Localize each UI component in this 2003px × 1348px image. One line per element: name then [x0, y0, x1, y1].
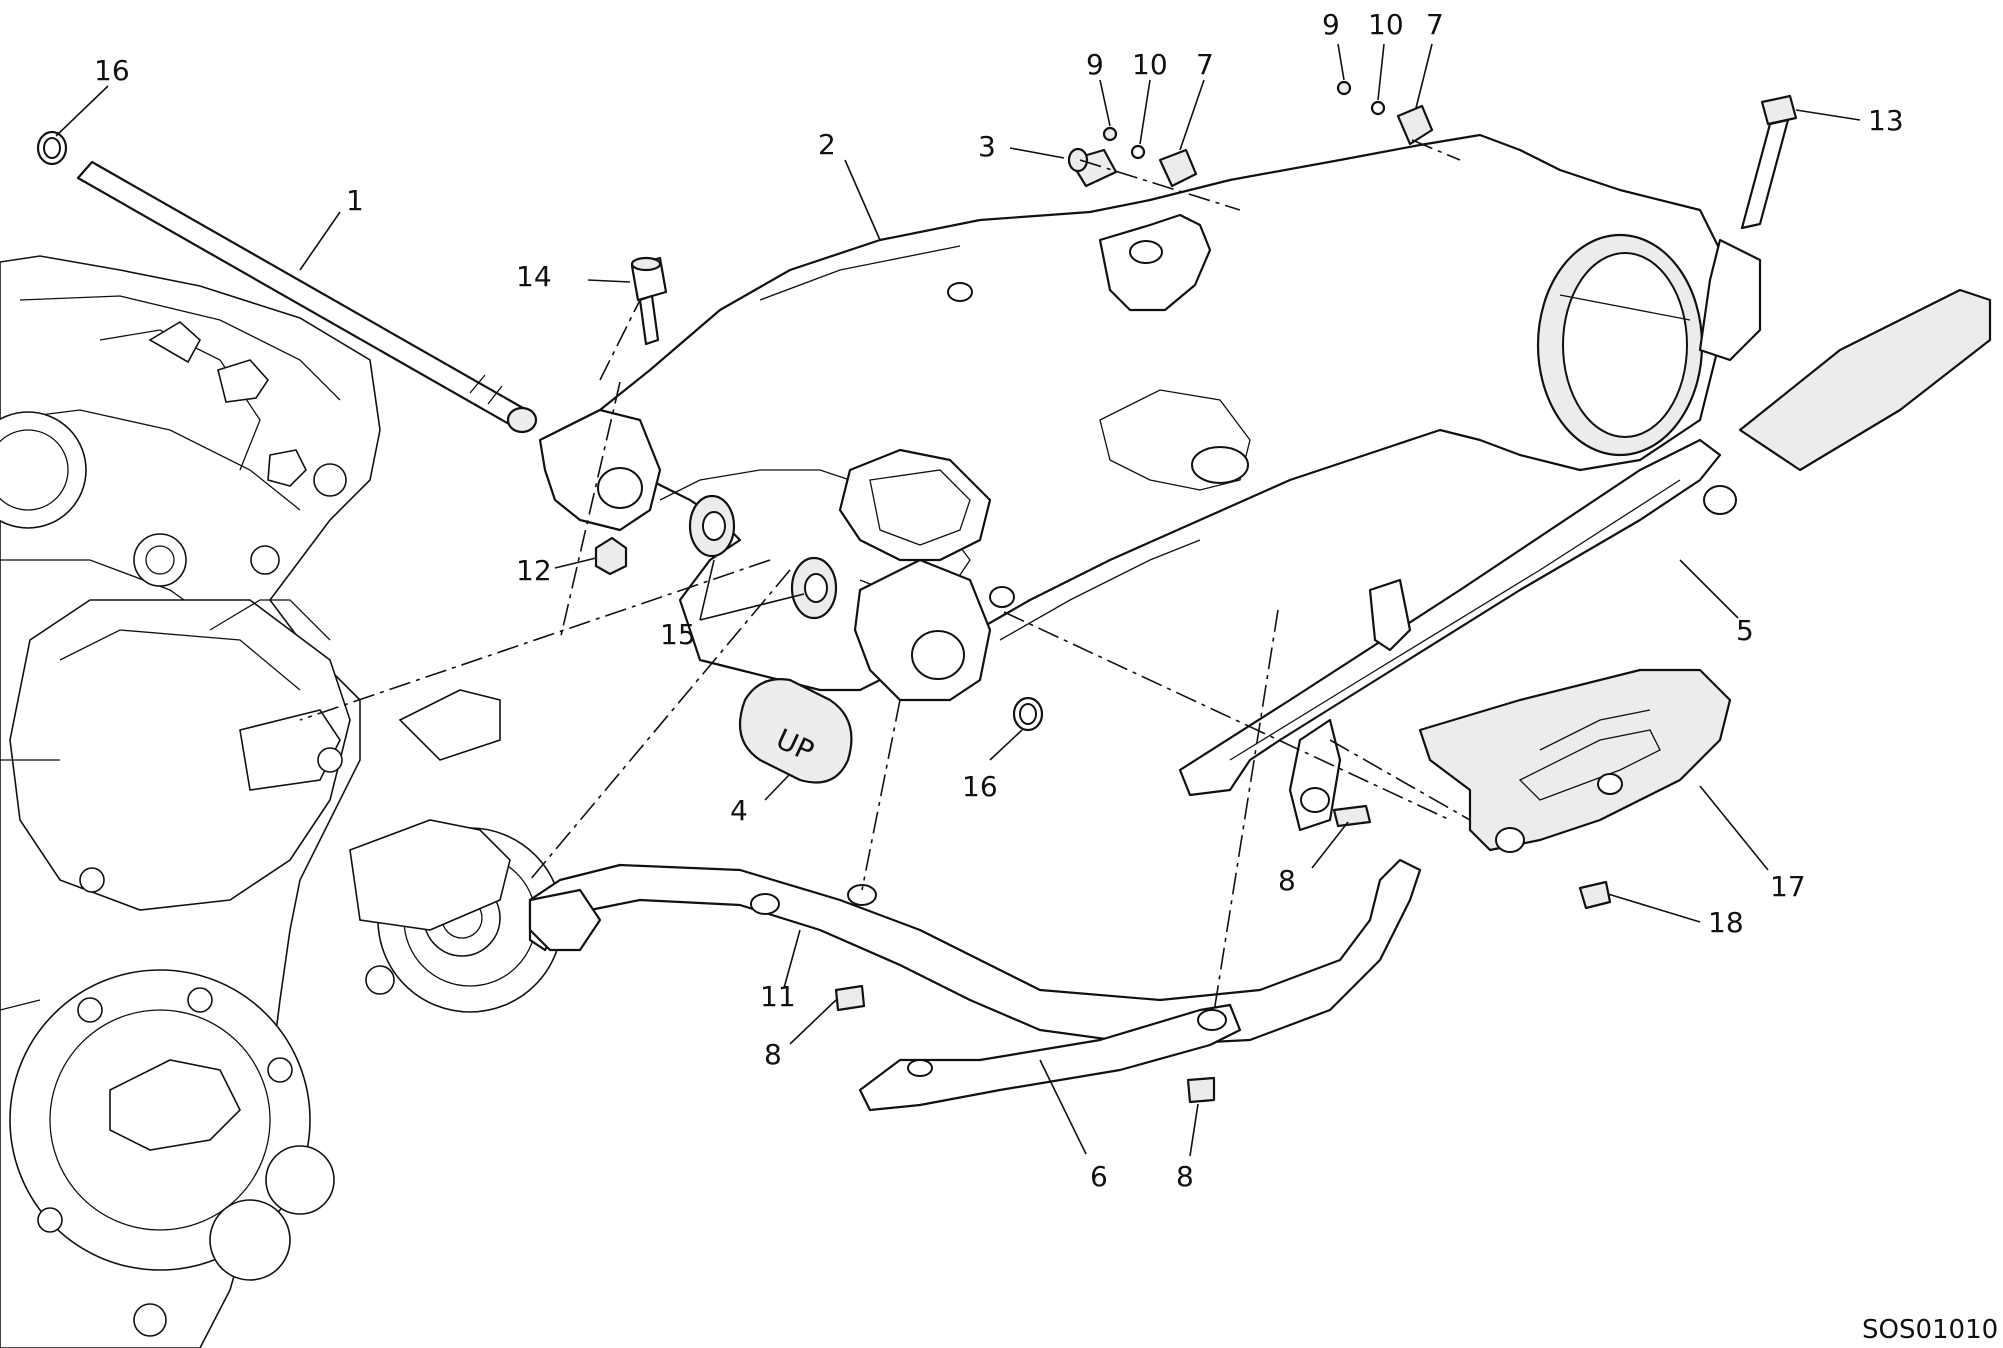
engine-block — [0, 255, 563, 1348]
label-7-a: 7 — [1196, 48, 1214, 81]
label-5: 5 — [1736, 614, 1754, 647]
label-9-a: 9 — [1086, 48, 1104, 81]
bushing-part-3 — [1067, 147, 1118, 188]
leader-lines — [55, 43, 1861, 1157]
label-17: 17 — [1770, 870, 1806, 903]
screw-part-8-a — [1332, 804, 1372, 828]
label-14: 14 — [516, 260, 552, 293]
drawing-code: SOS01010 — [1862, 1315, 1998, 1345]
washer-part-10-a — [1130, 144, 1146, 160]
plate-part-4: UP — [738, 678, 853, 784]
screw-part-9-b — [1336, 80, 1352, 96]
label-10-b: 10 — [1368, 8, 1404, 41]
label-2: 2 — [818, 128, 836, 161]
label-1: 1 — [346, 184, 364, 217]
label-18: 18 — [1708, 906, 1744, 939]
chain-slider-part-5 — [1178, 288, 1992, 832]
assembly-lines — [299, 139, 1471, 1013]
label-3: 3 — [978, 130, 996, 163]
chain-guard-part-17 — [1418, 668, 1732, 853]
label-8-b: 8 — [764, 1038, 782, 1071]
label-9-b: 9 — [1322, 8, 1340, 41]
bracket-part-6 — [858, 1003, 1242, 1112]
screw-part-9-a — [1102, 126, 1118, 142]
screw-part-8-b — [834, 984, 866, 1012]
washer-part-15 — [688, 494, 838, 620]
pad-part-7-a — [1158, 148, 1198, 188]
label-6: 6 — [1090, 1160, 1108, 1193]
pivot-shaft-part-1 — [76, 160, 538, 434]
screw-part-8-c — [1186, 1076, 1216, 1104]
chain-guide-part-11 — [528, 858, 1422, 1047]
washer-part-10-b — [1370, 100, 1386, 116]
swingarm — [538, 133, 1762, 702]
label-13: 13 — [1868, 104, 1904, 137]
screw-part-18 — [1578, 880, 1612, 910]
label-15: 15 — [660, 618, 696, 651]
label-10-a: 10 — [1132, 48, 1168, 81]
label-8-c: 8 — [1176, 1160, 1194, 1193]
label-16-lower: 16 — [962, 770, 998, 803]
label-16-top: 16 — [94, 54, 130, 87]
label-8-a: 8 — [1278, 864, 1296, 897]
label-12: 12 — [516, 554, 552, 587]
nut-part-12 — [594, 536, 628, 576]
label-7-b: 7 — [1426, 8, 1444, 41]
label-4: 4 — [730, 794, 748, 827]
label-11: 11 — [760, 980, 796, 1013]
bolt-part-13 — [1740, 94, 1798, 230]
bolt-part-14 — [630, 256, 668, 346]
callout-labels: 16 1 2 3 9 10 7 9 10 7 13 14 12 15 4 16 … — [94, 8, 1998, 1345]
pad-part-7-b — [1396, 104, 1434, 146]
